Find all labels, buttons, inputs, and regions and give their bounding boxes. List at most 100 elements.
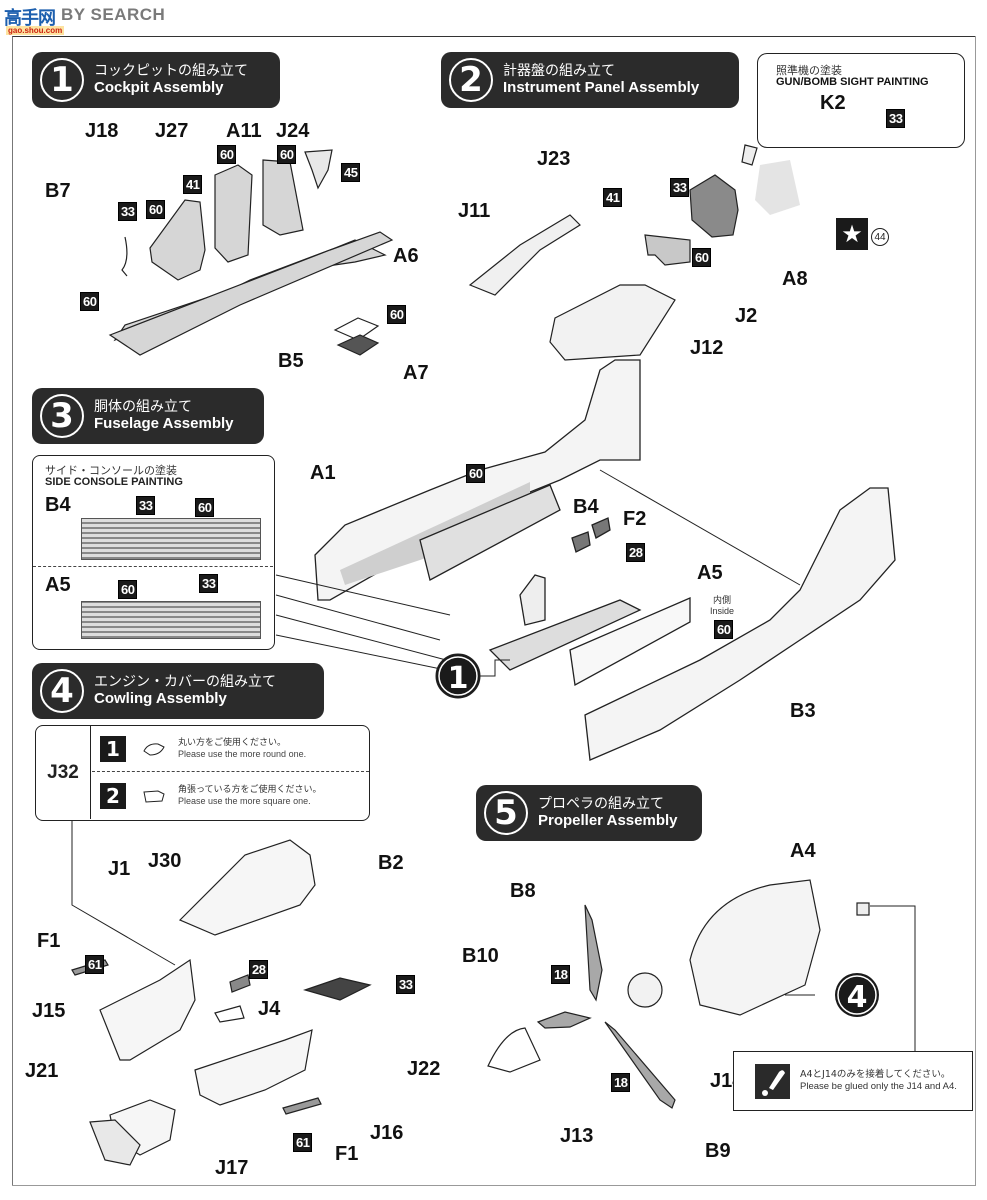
step-title-jp: 胴体の組み立て [94, 399, 192, 416]
color-code: 41 [183, 175, 203, 194]
option-number: 2 [100, 783, 126, 809]
color-code: 33 [886, 109, 906, 128]
part-label: J2 [735, 305, 758, 327]
color-code: 60 [387, 305, 407, 324]
color-code: 33 [670, 178, 690, 197]
step-1-header: 1 コックピットの組み立て Cockpit Assembly [32, 52, 280, 108]
step-4-header: 4 エンジン・カバーの組み立て Cowling Assembly [32, 663, 324, 719]
part-label: J17 [215, 1157, 249, 1179]
part-label: A6 [393, 245, 419, 267]
step-title-en: Fuselage Assembly [94, 415, 234, 433]
round-part-icon [143, 742, 165, 756]
part-label: A5 [45, 574, 71, 596]
color-code: 41 [603, 188, 623, 207]
step-3-header: 3 胴体の組み立て Fuselage Assembly [32, 388, 264, 444]
part-label: A4 [790, 840, 816, 862]
color-code: 60 [146, 200, 166, 219]
star-decal-icon: ★ [836, 218, 868, 250]
part-label: K2 [820, 92, 846, 114]
color-code: 60 [277, 145, 297, 164]
part-label: J23 [537, 148, 571, 170]
color-code: 60 [80, 292, 100, 311]
part-label: A7 [403, 362, 429, 384]
inside-note: 内側 Inside [710, 595, 734, 617]
part-label: A5 [697, 562, 723, 584]
inside-en: Inside [710, 605, 735, 616]
page-frame-bottom [12, 1185, 975, 1186]
color-code: 33 [136, 496, 156, 515]
part-label: F1 [335, 1143, 359, 1165]
gunsight-painting-callout: 照準機の塗装 GUN/BOMB SIGHT PAINTING K2 33 [757, 53, 965, 148]
color-code: 18 [611, 1073, 631, 1092]
part-label: J13 [560, 1125, 594, 1147]
part-label: B9 [705, 1140, 731, 1162]
watermark-site: gao.shou.com [6, 26, 65, 35]
watermark-brand: BY SEARCH [61, 5, 166, 24]
step-number: 4 [40, 669, 84, 713]
part-label: B3 [790, 700, 816, 722]
part-label: B2 [378, 852, 404, 874]
color-code: 45 [341, 163, 361, 182]
step-title-en: Cowling Assembly [94, 690, 227, 708]
step-number: 5 [484, 791, 528, 835]
side-console-b4-drawing [81, 518, 261, 560]
glue-note-en: Please be glued only the J14 and A4. [800, 1081, 957, 1092]
option-text-en: Please use the more square one. [178, 796, 311, 806]
color-code: 60 [118, 580, 138, 599]
watermark-logo: 高手网 [4, 8, 56, 29]
part-label: F1 [37, 930, 61, 952]
color-code: 61 [85, 955, 105, 974]
color-code: 18 [551, 965, 571, 984]
part-label: B8 [510, 880, 536, 902]
part-label: J4 [258, 998, 281, 1020]
color-code: 60 [195, 498, 215, 517]
part-label: J22 [407, 1058, 441, 1080]
side-console-title-jp: サイド・コンソールの塗装 [45, 464, 177, 477]
glue-note-jp: A4とJ14のみを接着してください。 [800, 1068, 951, 1080]
part-label: B10 [462, 945, 499, 967]
part-label: J30 [148, 850, 182, 872]
part-label: B5 [278, 350, 304, 372]
part-label: J24 [276, 120, 310, 142]
part-label: J21 [25, 1060, 59, 1082]
j32-options-box: J32 1 丸い方をご使用ください。 Please use the more r… [35, 725, 370, 821]
color-code: 33 [199, 574, 219, 593]
color-code: 28 [626, 543, 646, 562]
part-label: J16 [370, 1122, 404, 1144]
color-code: 61 [293, 1133, 313, 1152]
step-number: 1 [40, 58, 84, 102]
square-part-icon [143, 790, 165, 803]
color-code: 60 [217, 145, 237, 164]
part-label: B7 [45, 180, 71, 202]
part-label: A1 [310, 462, 336, 484]
part-label: J18 [85, 120, 119, 142]
part-label: J11 [458, 200, 491, 222]
color-code: 33 [396, 975, 416, 994]
step-title-en: Cockpit Assembly [94, 79, 224, 97]
part-label: A11 [226, 120, 262, 142]
callout-title-jp: 照準機の塗装 [776, 64, 842, 77]
part-label: B4 [573, 496, 599, 518]
step-number: 3 [40, 394, 84, 438]
step-number: 2 [449, 58, 493, 102]
glue-warning-icon [755, 1063, 790, 1099]
callout-title-en: GUN/BOMB SIGHT PAINTING [776, 76, 929, 88]
option-text-jp: 角張っている方をご使用ください。 [178, 785, 322, 796]
part-label: J32 [36, 726, 91, 819]
divider [33, 566, 273, 567]
part-label: B4 [45, 494, 71, 516]
j32-option-2: 2 角張っている方をご使用ください。 Please use the more s… [92, 773, 369, 819]
color-code: 33 [118, 202, 138, 221]
glue-note-box: A4とJ14のみを接着してください。 Please be glued only … [733, 1051, 973, 1111]
side-console-painting-box: サイド・コンソールの塗装 SIDE CONSOLE PAINTING B4 33… [32, 455, 275, 650]
part-label: F2 [623, 508, 647, 530]
j32-option-1: 1 丸い方をご使用ください。 Please use the more round… [92, 726, 369, 772]
part-label: J1 [108, 858, 131, 880]
step-title-jp: 計器盤の組み立て [503, 63, 615, 80]
step-title-jp: プロペラの組み立て [538, 796, 664, 813]
part-label: A8 [782, 268, 808, 290]
step-2-header: 2 計器盤の組み立て Instrument Panel Assembly [441, 52, 739, 108]
color-code: 60 [692, 248, 712, 267]
page-frame-right [975, 36, 976, 1186]
option-text-jp: 丸い方をご使用ください。 [178, 737, 287, 748]
